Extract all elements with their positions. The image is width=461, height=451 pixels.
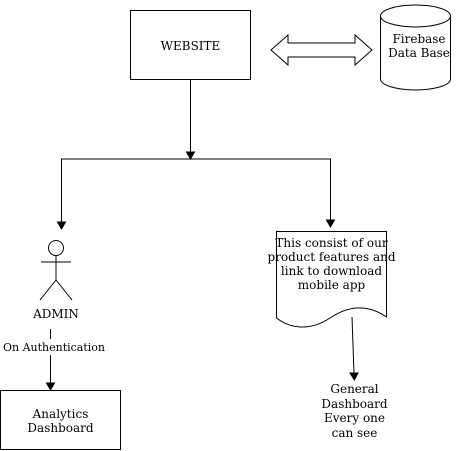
branch-split-connector xyxy=(56,158,336,231)
admin-to-analytics-arrow xyxy=(45,329,56,392)
admin-label: ADMIN xyxy=(32,307,79,321)
product-doc-line3: link to download xyxy=(281,264,382,278)
general-line1: General xyxy=(330,382,378,396)
auth-edge-label: On Authentication xyxy=(3,341,105,354)
product-doc-line2: product features and xyxy=(267,250,395,264)
website-node: WEBSITE xyxy=(130,10,251,80)
general-line2: Dashboard xyxy=(321,397,387,411)
product-doc-line1: This consist of our xyxy=(275,236,387,250)
firebase-label-line1: Firebase xyxy=(392,32,445,46)
analytics-label-line2: Dashboard xyxy=(27,421,93,435)
analytics-label-line1: Analytics xyxy=(32,407,89,421)
website-to-split-arrow xyxy=(185,80,196,161)
firebase-database-node: Firebase Data Base xyxy=(380,4,451,91)
general-line3: Every one xyxy=(324,411,385,425)
general-dashboard-node: General Dashboard Every one can see xyxy=(321,382,387,440)
general-line4: can see xyxy=(332,426,378,440)
doc-to-general-arrow xyxy=(349,316,359,382)
firebase-label-line2: Data Base xyxy=(388,46,450,60)
analytics-dashboard-node: Analytics Dashboard xyxy=(0,390,121,450)
sync-double-arrow xyxy=(270,33,373,67)
product-doc-line4: mobile app xyxy=(298,278,366,292)
auth-edge-label-bg xyxy=(2,339,106,355)
product-features-document-node: This consist of our product features and… xyxy=(267,231,396,328)
website-label: WEBSITE xyxy=(161,39,221,53)
admin-actor-icon xyxy=(39,240,73,301)
